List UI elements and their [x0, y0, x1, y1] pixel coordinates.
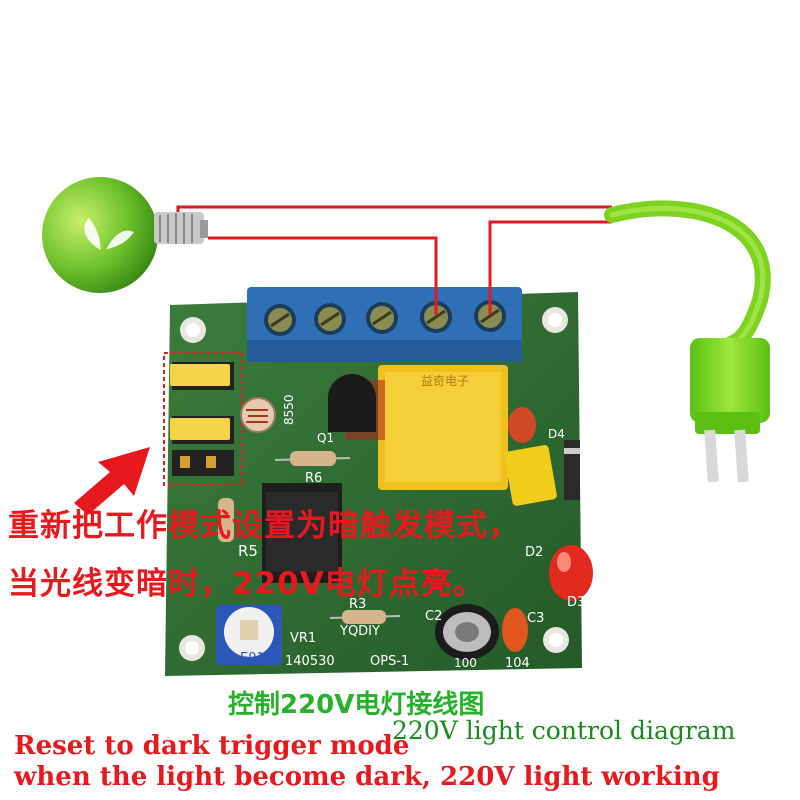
silk-d2: D2: [525, 545, 543, 560]
silk-c3: C3: [527, 611, 544, 626]
resistor-r6: [274, 451, 351, 466]
capacitor-c3: [502, 608, 528, 652]
instruction-line-1-cn: 重新把工作模式设置为暗触发模式，: [8, 508, 520, 544]
instruction-line-2-cn: 当光线变暗时，220V电灯点亮。: [8, 566, 485, 602]
silk-d4: D4: [548, 427, 565, 441]
silk-cap-100: 100: [454, 656, 477, 670]
silk-pot: E01: [240, 651, 265, 666]
silk-d3: D3: [567, 595, 585, 610]
svg-text:益奇电子: 益奇电子: [421, 374, 469, 388]
diode-d4: [564, 440, 580, 500]
silk-brand: YQDIY: [339, 624, 380, 639]
silk-r5: R5: [238, 542, 258, 560]
silk-r6: R6: [305, 471, 322, 486]
terminal-screw-5: [474, 300, 506, 332]
terminal-screw-4: [420, 301, 452, 333]
silk-model: OPS-1: [370, 654, 409, 669]
caption-line-2-en: when the light become dark, 220V light w…: [14, 762, 720, 792]
terminal-screw-3: [366, 302, 398, 334]
transistor-q1: [328, 374, 376, 432]
silk-r3: R3: [349, 597, 366, 612]
terminal-screw-1: [264, 304, 296, 336]
terminal-screw-2: [314, 303, 346, 335]
red-arrow: [74, 447, 150, 515]
silk-cap-104: 104: [505, 656, 530, 671]
capacitor-c2: [435, 604, 499, 660]
led-d2: [549, 545, 593, 601]
diagram-title-cn: 控制220V电灯接线图: [228, 690, 485, 720]
capacitor-red-top: [508, 407, 536, 443]
power-plug: [604, 200, 771, 483]
silkscreen-labels: R5 R6 R3 VR1 C2 C3 D2 D3 D4 Q1 8550 YQDI…: [238, 394, 585, 671]
resistor-r3: [329, 610, 401, 624]
capacitor-yellow: [504, 445, 557, 506]
silk-vr1: VR1: [290, 631, 316, 646]
potentiometer: [216, 605, 282, 665]
silk-c2: C2: [425, 609, 442, 624]
resistor-left: [218, 498, 234, 542]
terminal-block: [247, 287, 522, 362]
caption-line-1-en: Reset to dark trigger mode: [14, 731, 410, 761]
silk-date: 140530: [285, 654, 335, 669]
photoresistor: [240, 397, 276, 433]
silk-8550: 8550: [282, 394, 296, 425]
jumper-header: [163, 352, 243, 486]
light-bulb: [42, 177, 208, 293]
diagram-title-en: 220V light control diagram: [392, 716, 736, 745]
ic-chip: [262, 483, 342, 583]
silk-q1: Q1: [317, 431, 334, 445]
